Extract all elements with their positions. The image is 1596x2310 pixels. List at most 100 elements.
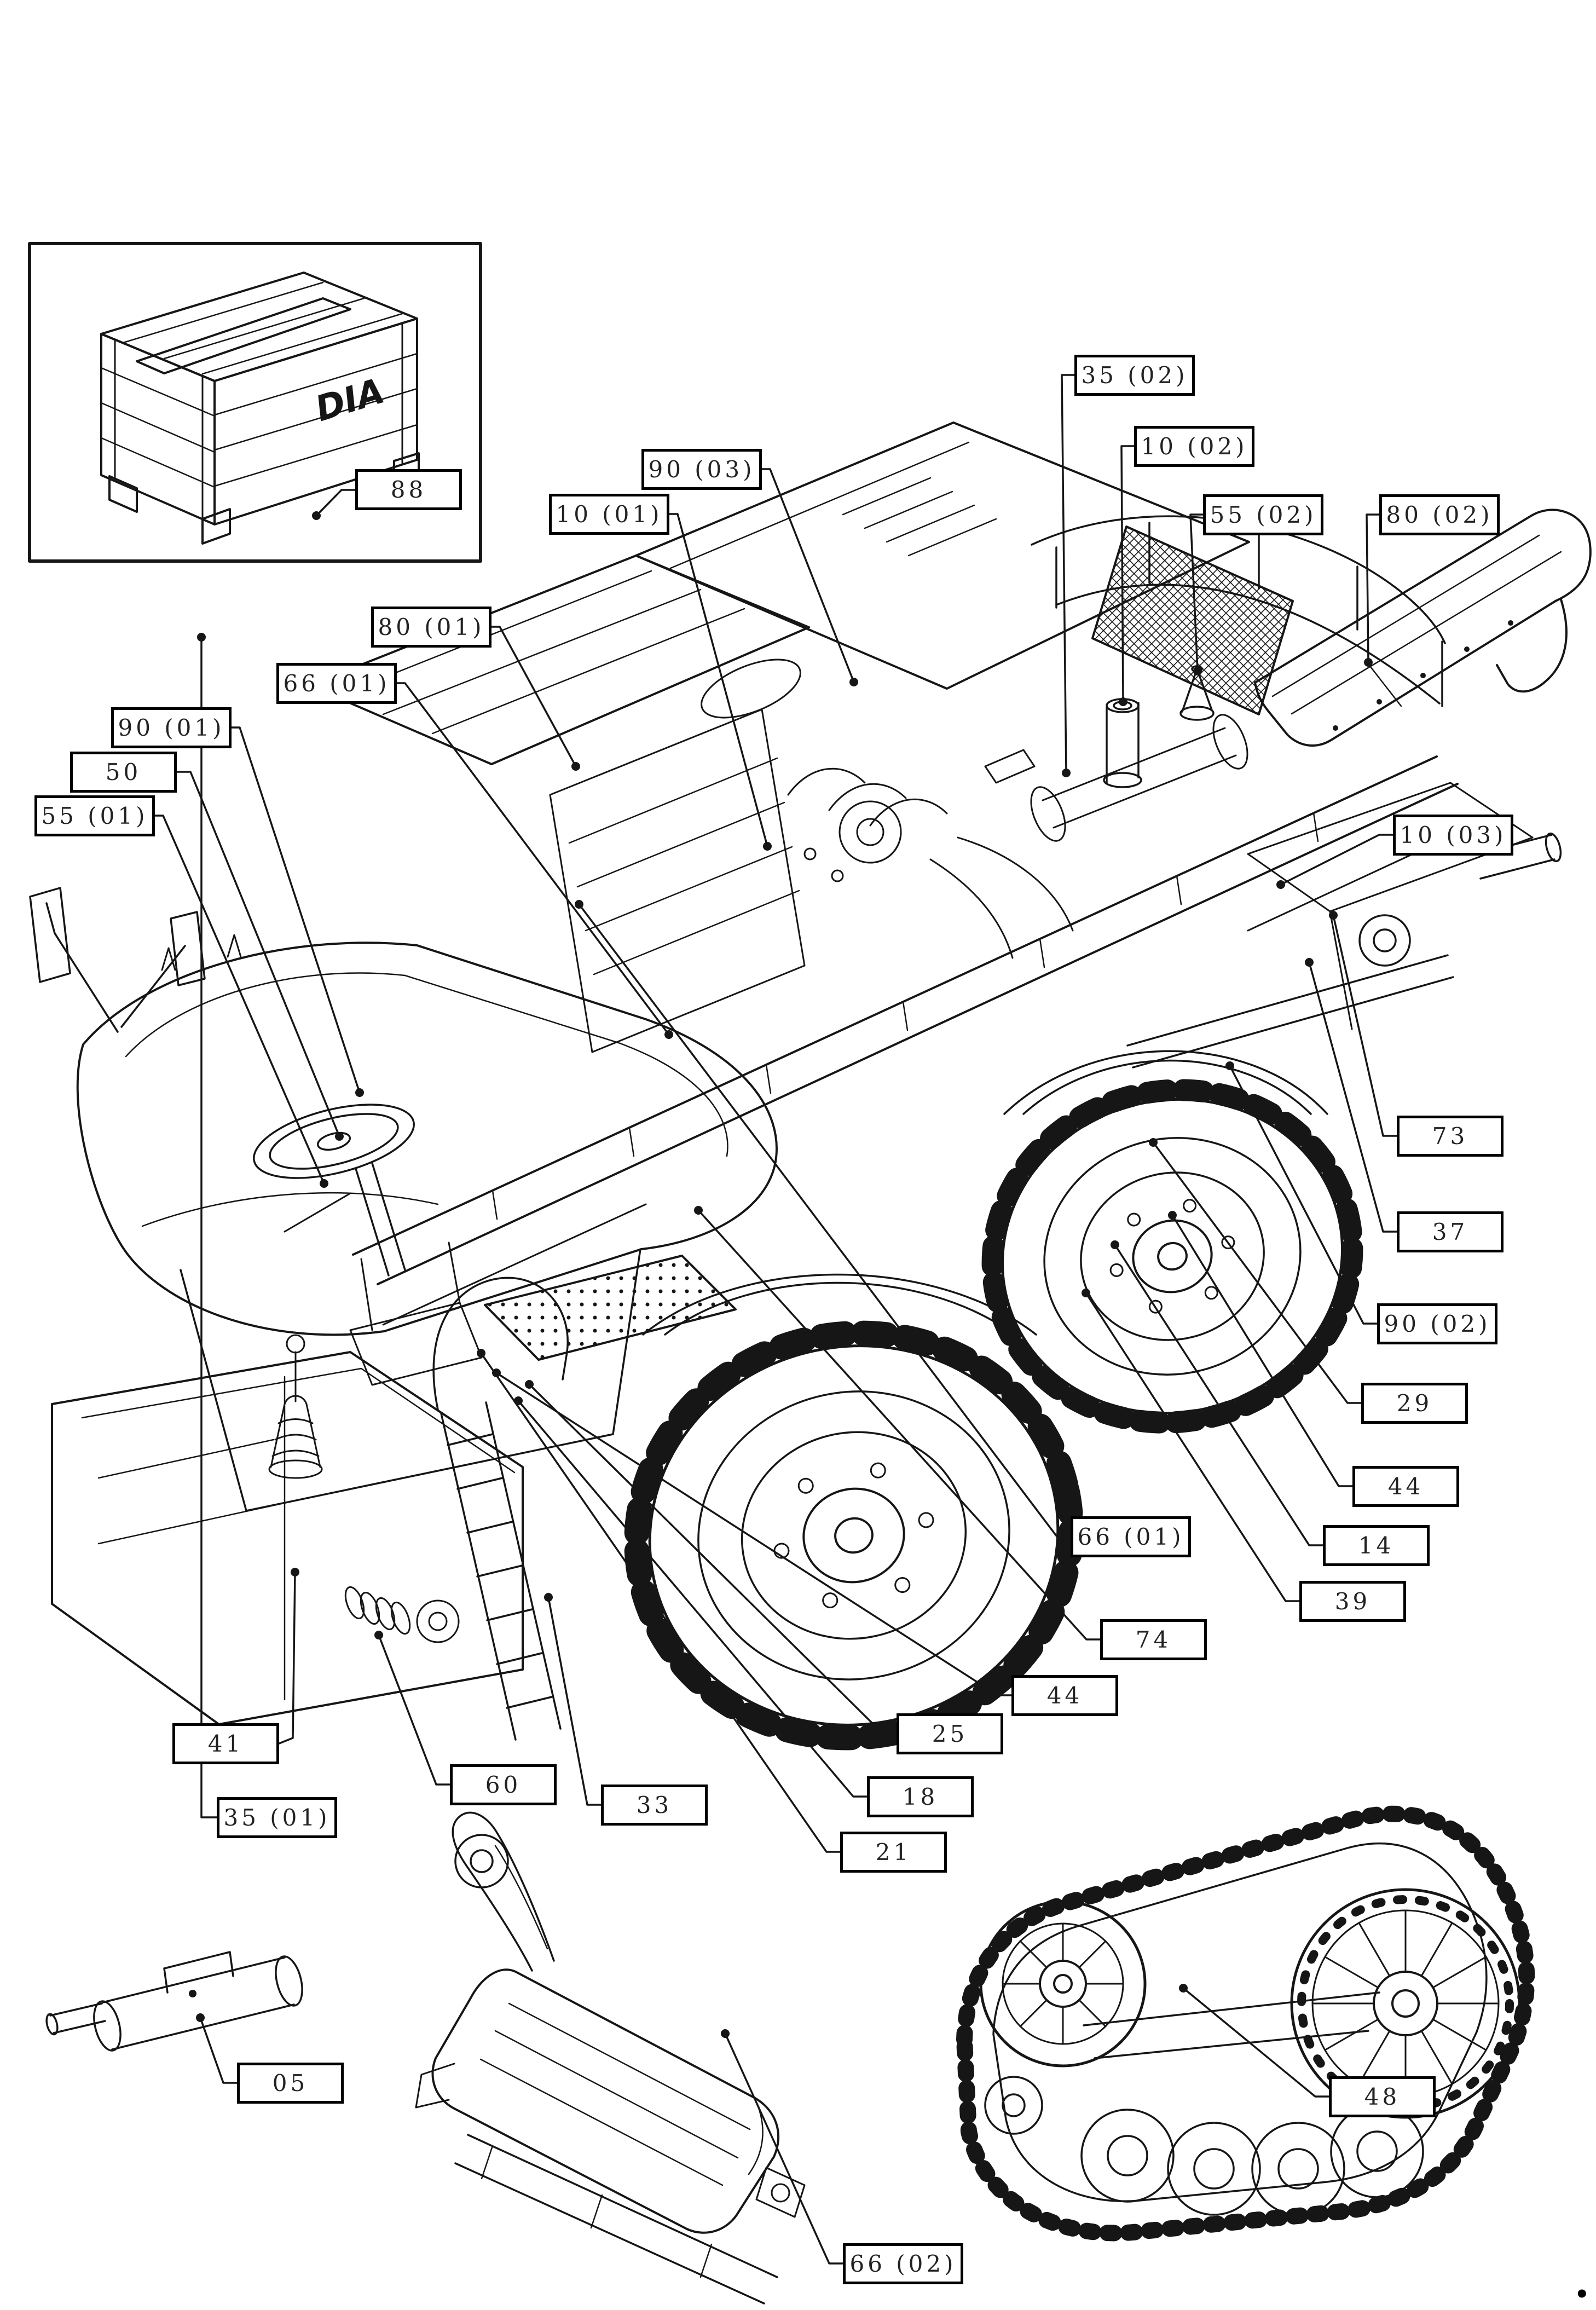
leader-90-02 — [1229, 1065, 1378, 1325]
callout-50[interactable]: 50 — [70, 752, 177, 793]
rear-axle — [1126, 832, 1562, 1069]
joystick — [268, 1334, 323, 1479]
callout-88[interactable]: 88 — [355, 469, 462, 510]
leader-80-01 — [485, 626, 577, 767]
cab — [29, 887, 778, 1512]
crate-front-face — [100, 333, 216, 525]
callout-37[interactable]: 37 — [1397, 1211, 1504, 1252]
callout-29[interactable]: 29 — [1361, 1383, 1468, 1424]
leader-60 — [378, 1634, 451, 1786]
engine-assembly — [701, 659, 1248, 959]
callout-90-03[interactable]: 90 (03) — [641, 449, 762, 490]
leader-41 — [278, 1571, 296, 1745]
pickup-drum — [431, 1968, 779, 2234]
front-wheel — [624, 1320, 1084, 1751]
leader-lines — [148, 374, 1398, 2265]
track-belt-inner — [992, 1843, 1488, 2202]
crate-batten — [136, 297, 351, 374]
track-belt-outer — [963, 1812, 1528, 2234]
leader-05 — [199, 2017, 238, 2084]
callout-33[interactable]: 33 — [601, 1785, 708, 1826]
callout-66-01a[interactable]: 66 (01) — [276, 663, 397, 704]
engine-muffler — [1042, 727, 1237, 829]
seat — [349, 1241, 483, 1386]
exhaust-manifold — [787, 767, 948, 827]
leader-44a — [1171, 1214, 1354, 1487]
callout-55-01[interactable]: 55 (01) — [34, 795, 155, 836]
callout-48[interactable]: 48 — [1329, 2076, 1436, 2117]
leader-39 — [1085, 1292, 1300, 1602]
callout-18[interactable]: 18 — [867, 1776, 974, 1817]
callout-35-02[interactable]: 35 (02) — [1074, 355, 1195, 396]
callout-25[interactable]: 25 — [897, 1713, 1003, 1754]
wiper — [284, 1192, 351, 1233]
track-assembly — [956, 1805, 1535, 2242]
callout-14[interactable]: 14 — [1323, 1525, 1430, 1566]
road-wheels — [984, 2076, 1424, 2216]
leader-73 — [1332, 914, 1398, 1137]
leader-35-02 — [1061, 374, 1075, 774]
leader-10-03 — [1280, 834, 1394, 886]
track-frame — [1083, 1991, 1380, 2059]
callout-35-01[interactable]: 35 (01) — [217, 1797, 337, 1838]
callout-10-01[interactable]: 10 (01) — [549, 494, 669, 535]
rear-wheel — [981, 1079, 1363, 1434]
page-marker: . — [1572, 2239, 1592, 2310]
ladder-handrail — [432, 1277, 569, 1411]
callout-74[interactable]: 74 — [1100, 1619, 1207, 1660]
leader-18 — [517, 1400, 868, 1798]
leader-80-02 — [1366, 513, 1380, 663]
unloading-auger — [1254, 509, 1592, 747]
leader-48 — [1182, 1987, 1330, 2098]
pickup-frame — [454, 2134, 778, 2305]
leader-50 — [176, 771, 340, 1137]
crate-brand-text: DIA — [311, 371, 389, 430]
leader-88 — [315, 489, 356, 517]
callout-21[interactable]: 21 — [840, 1832, 947, 1873]
leader-33 — [547, 1596, 602, 1806]
callout-55-02[interactable]: 55 (02) — [1203, 494, 1323, 535]
callout-80-02[interactable]: 80 (02) — [1379, 494, 1500, 535]
callout-73[interactable]: 73 — [1397, 1116, 1504, 1157]
hood-louvers — [842, 477, 997, 557]
cab-pillars — [180, 1248, 641, 1512]
leader-10-02 — [1120, 445, 1135, 703]
callout-90-02[interactable]: 90 (02) — [1377, 1303, 1497, 1344]
callout-66-01b[interactable]: 66 (01) — [1071, 1516, 1191, 1557]
cab-roof-frame — [76, 942, 778, 1336]
callout-44b[interactable]: 44 — [1011, 1675, 1118, 1716]
idler-wheel — [979, 1900, 1147, 2068]
leader-44b — [495, 1372, 1013, 1696]
leader-55-02 — [1189, 513, 1204, 672]
grab-handles — [161, 934, 242, 971]
leader-55-01 — [148, 815, 325, 1185]
callout-80-01[interactable]: 80 (01) — [371, 607, 491, 648]
leader-29 — [1152, 1141, 1362, 1404]
drive-sprocket — [1290, 1888, 1521, 2119]
inset-border — [28, 242, 482, 563]
harvester-drawing — [29, 421, 1592, 1751]
callout-60[interactable]: 60 — [450, 1764, 557, 1805]
callout-44a[interactable]: 44 — [1352, 1466, 1459, 1507]
leader-37 — [1308, 961, 1398, 1233]
callout-05[interactable]: 05 — [237, 2063, 344, 2104]
mirror-arms — [29, 887, 206, 1033]
belt-drive — [452, 1811, 555, 1972]
roof-panels — [308, 421, 1250, 765]
leader-66-01b — [578, 903, 1072, 1538]
auger-rivets — [1333, 620, 1513, 731]
leader-21 — [480, 1352, 841, 1853]
callout-39[interactable]: 39 — [1299, 1581, 1406, 1622]
leader-66-02 — [724, 2032, 844, 2265]
callout-90-01[interactable]: 90 (01) — [111, 707, 232, 748]
steering-wheel — [253, 1104, 415, 1277]
callout-10-03[interactable]: 10 (03) — [1393, 815, 1513, 856]
callout-66-02[interactable]: 66 (02) — [843, 2243, 963, 2284]
callout-41[interactable]: 41 — [172, 1723, 279, 1764]
crate-top-face — [100, 272, 418, 382]
perforated-platform — [484, 1255, 737, 1361]
feeder-housing — [51, 1351, 524, 1725]
callout-10-02[interactable]: 10 (02) — [1134, 426, 1254, 467]
air-cleaner — [701, 659, 801, 719]
